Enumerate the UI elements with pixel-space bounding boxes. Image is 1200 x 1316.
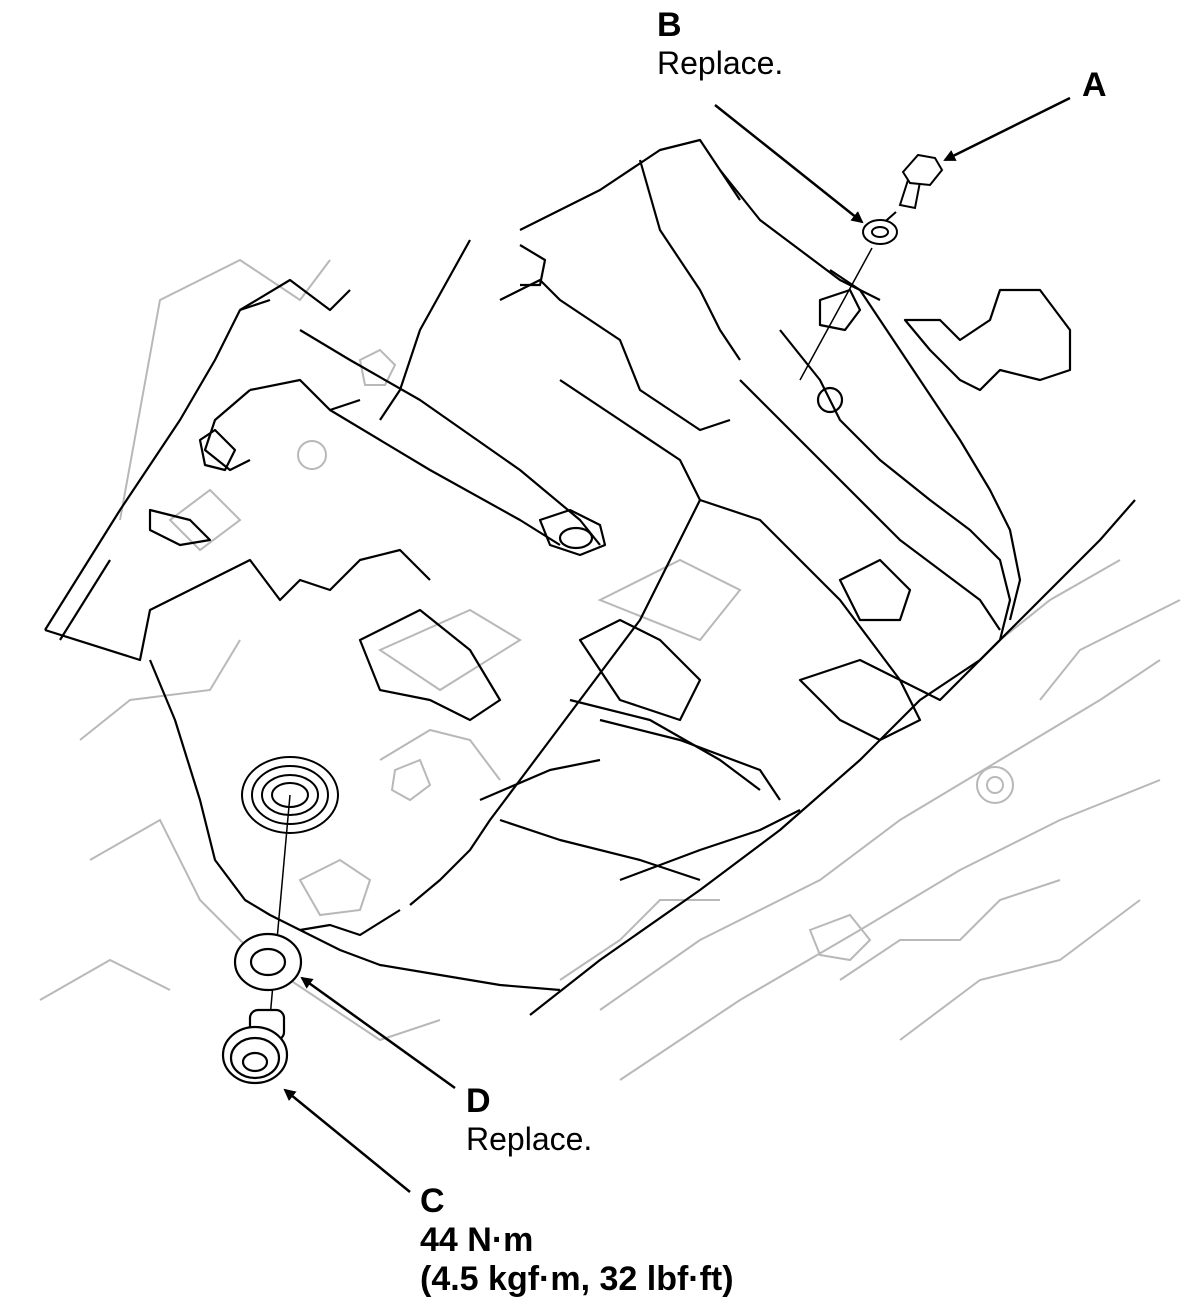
callout-a: A — [1082, 66, 1107, 105]
callout-b-letter: B — [657, 6, 682, 44]
bolt-alignment-line — [799, 247, 873, 381]
washer-b-part — [862, 219, 898, 245]
callout-c-torque-alt: (4.5 kgf·m, 32 lbf·ft) — [420, 1260, 734, 1299]
arrow-c — [283, 1088, 411, 1193]
callout-b: B Replace. — [657, 6, 783, 82]
callout-c-torque: 44 N·m — [420, 1221, 534, 1260]
callout-d: D Replace. — [466, 1082, 592, 1158]
arrow-a — [943, 96, 1071, 162]
arrow-b — [714, 104, 864, 224]
callout-b-note: Replace. — [657, 45, 784, 82]
callout-d-note: Replace. — [466, 1121, 593, 1158]
washer-d-part — [233, 932, 303, 992]
drain-hole — [241, 756, 339, 834]
leader-arrows — [283, 96, 1071, 1193]
callout-a-letter: A — [1082, 66, 1107, 104]
callout-c: C 44 N·m (4.5 kgf·m, 32 lbf·ft) — [420, 1182, 734, 1299]
drain-alignment-line — [267, 794, 291, 1041]
background-engine-structure — [39, 258, 1181, 1081]
callout-c-letter: C — [420, 1182, 445, 1220]
callout-d-letter: D — [466, 1082, 491, 1120]
bolt-a-part — [879, 153, 944, 227]
arrow-d — [300, 976, 456, 1090]
drain-bolt-c-part — [221, 1008, 289, 1085]
oil-pan-housing — [44, 138, 1136, 1016]
